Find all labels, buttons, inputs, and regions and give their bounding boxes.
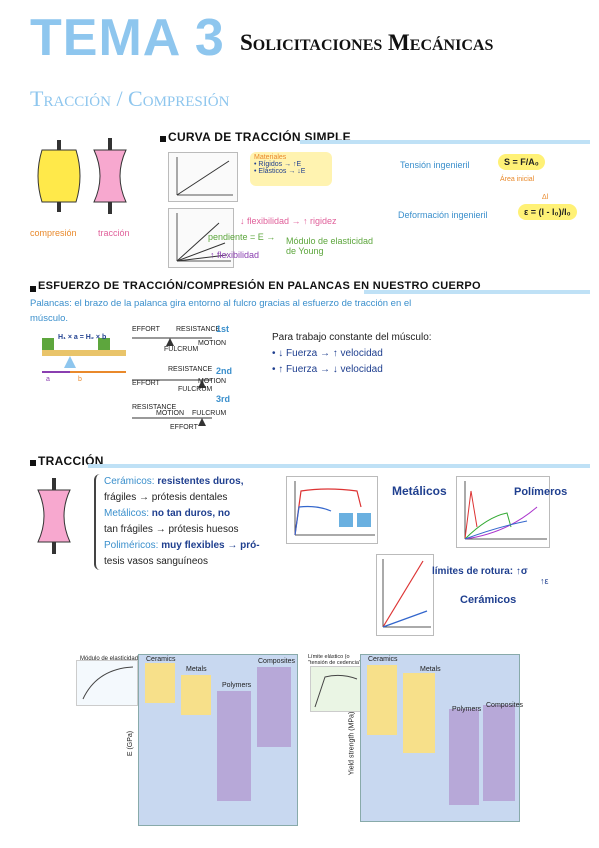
trabajo-rule-2: • ↑ Fuerza → ↓ velocidad bbox=[272, 364, 383, 375]
lever-class-1 bbox=[132, 324, 212, 354]
right-col-composites: Composites bbox=[486, 702, 523, 709]
modulo-label: Módulo de elasticidad bbox=[286, 236, 374, 246]
area-label: Área inicial bbox=[500, 176, 535, 183]
traccion-heading: TRACCIÓN bbox=[38, 454, 104, 468]
page-subtitle: Solicitaciones Mecánicas bbox=[240, 30, 494, 55]
lever2-second: 2nd bbox=[216, 366, 233, 376]
lever2-resistance: RESISTANCE bbox=[168, 366, 213, 373]
palancas-heading: ESFUERZO DE TRACCIÓN/COMPRESIÓN EN PALAN… bbox=[38, 280, 481, 292]
right-y-label: Yield strength (MPa) bbox=[348, 711, 356, 776]
section-title: Tracción / Compresión bbox=[30, 86, 230, 111]
lever1-first: 1st bbox=[216, 324, 230, 334]
lever3-motion: MOTION bbox=[156, 410, 184, 417]
right-col-metals: Metals bbox=[420, 666, 441, 673]
limites-label: límites de rotura: ↑σ bbox=[432, 566, 528, 577]
young-label: de Young bbox=[286, 246, 324, 256]
lever-a: a bbox=[46, 376, 50, 383]
mas-flexibilidad: ↑ flexibilidad bbox=[210, 250, 260, 260]
metalicos-title: Metálicos bbox=[392, 484, 447, 498]
bullet-square bbox=[160, 136, 166, 142]
materiales-elasticos: • Elásticos → ↓E bbox=[254, 168, 306, 175]
lever-class-2 bbox=[132, 366, 212, 396]
tension-label: Tensión ingenieril bbox=[400, 160, 470, 170]
yield-strength-chart bbox=[360, 654, 520, 822]
limite-inset-label: Límite elástico (o "tensión de cedencia"… bbox=[308, 654, 363, 666]
lever3-fulcrum: FULCRUM bbox=[192, 410, 227, 417]
polimericos-line2: tesis vasos sanguíneos bbox=[104, 556, 208, 567]
deformacion-formula: ε = (l - l₀)/l₀ bbox=[518, 204, 577, 220]
compression-shape bbox=[36, 140, 82, 212]
lever2-fulcrum: FULCRUM bbox=[178, 386, 213, 393]
traccion-text: Cerámicos: resistentes duros, frágiles →… bbox=[104, 474, 276, 570]
stress-strain-graph-1 bbox=[168, 152, 238, 202]
metalicos-line2: tan frágiles → prótesis huesos bbox=[104, 524, 239, 535]
bullet-square bbox=[30, 286, 36, 292]
ceramicos-title: Cerámicos bbox=[460, 594, 517, 606]
lever-diagram bbox=[38, 332, 128, 390]
palancas-heading-underline bbox=[364, 290, 590, 294]
pendiente-label: pendiente = E → bbox=[208, 232, 276, 242]
ceramicos-line2: frágiles → prótesis dentales bbox=[104, 492, 228, 503]
ceramicos-desc: resistentes duros, bbox=[157, 476, 244, 487]
lever2-effort: EFFORT bbox=[132, 380, 160, 387]
left-col-composites: Composites bbox=[258, 658, 295, 665]
metalicos-graph bbox=[286, 476, 378, 544]
left-col-metals: Metals bbox=[186, 666, 207, 673]
lever-b: b bbox=[78, 376, 82, 383]
lever-class-3 bbox=[132, 404, 212, 434]
trabajo-label: Para trabajo constante del músculo: bbox=[272, 332, 432, 343]
polimeros-title: Polímeros bbox=[514, 486, 568, 498]
left-col-polymers: Polymers bbox=[222, 682, 252, 689]
lever3-third: 3rd bbox=[216, 394, 231, 404]
modulo-inset bbox=[76, 660, 138, 706]
lever3-effort: EFFORT bbox=[170, 424, 198, 431]
materiales-title: Materiales bbox=[254, 154, 287, 161]
palancas-desc-1: Palancas: el brazo de la palanca gira en… bbox=[30, 298, 412, 309]
deformacion-label: Deformación ingenieril bbox=[398, 210, 488, 220]
right-col-ceramics: Ceramics bbox=[368, 656, 398, 663]
stress-strain-graph-2 bbox=[168, 208, 234, 268]
page-title: TEMA 3 bbox=[30, 9, 225, 67]
tension-shape bbox=[92, 138, 128, 214]
compresion-label: compresión bbox=[30, 228, 77, 238]
bullet-square bbox=[30, 460, 36, 466]
left-y-label: E (GPa) bbox=[127, 730, 135, 757]
tension-shape-2 bbox=[36, 478, 72, 554]
tension-formula: S = F/A₀ bbox=[498, 154, 545, 170]
ceramicos-label: Cerámicos: bbox=[104, 476, 155, 487]
lever1-fulcrum: FULCRUM bbox=[164, 346, 199, 353]
elastic-modulus-chart bbox=[138, 654, 298, 826]
brace bbox=[94, 474, 104, 570]
flexibilidad-rigidez: ↓ flexibilidad → ↑ rigidez bbox=[240, 216, 337, 226]
delta-l-label: Δl bbox=[542, 194, 549, 201]
polimericos-desc: muy flexibles → pró- bbox=[161, 540, 260, 551]
materiales-rigidos: • Rígidos → ↑E bbox=[254, 161, 302, 168]
curva-heading-underline bbox=[300, 140, 590, 144]
trabajo-rule-1: • ↓ Fuerza → ↑ velocidad bbox=[272, 348, 383, 359]
lever3-resistance: RESISTANCE bbox=[132, 404, 177, 411]
limite-inset bbox=[310, 666, 362, 712]
lever1-effort: EFFORT bbox=[132, 326, 160, 333]
limites-label-2: ↑ε bbox=[540, 576, 549, 586]
lever-equation: H₁ × a = H₂ × b bbox=[58, 334, 107, 341]
metalicos-desc: no tan duros, no bbox=[151, 508, 231, 519]
modulo-inset-label: Módulo de elasticidad bbox=[80, 656, 139, 662]
lever2-motion: MOTION bbox=[198, 378, 226, 385]
ceramicos-graph bbox=[376, 554, 434, 636]
lever1-resistance: RESISTANCE bbox=[176, 326, 221, 333]
lever1-motion: MOTION bbox=[198, 340, 226, 347]
traccion-heading-underline bbox=[88, 464, 590, 468]
palancas-desc-2: músculo. bbox=[30, 313, 69, 324]
polimeros-graph bbox=[456, 476, 550, 548]
materiales-box: Materiales • Rígidos → ↑E • Elásticos → … bbox=[250, 152, 332, 186]
traccion-label: tracción bbox=[98, 228, 130, 238]
metalicos-label: Metálicos: bbox=[104, 508, 150, 519]
right-col-polymers: Polymers bbox=[452, 706, 482, 713]
polimericos-label: Poliméricos: bbox=[104, 540, 159, 551]
left-col-ceramics: Ceramics bbox=[146, 656, 176, 663]
